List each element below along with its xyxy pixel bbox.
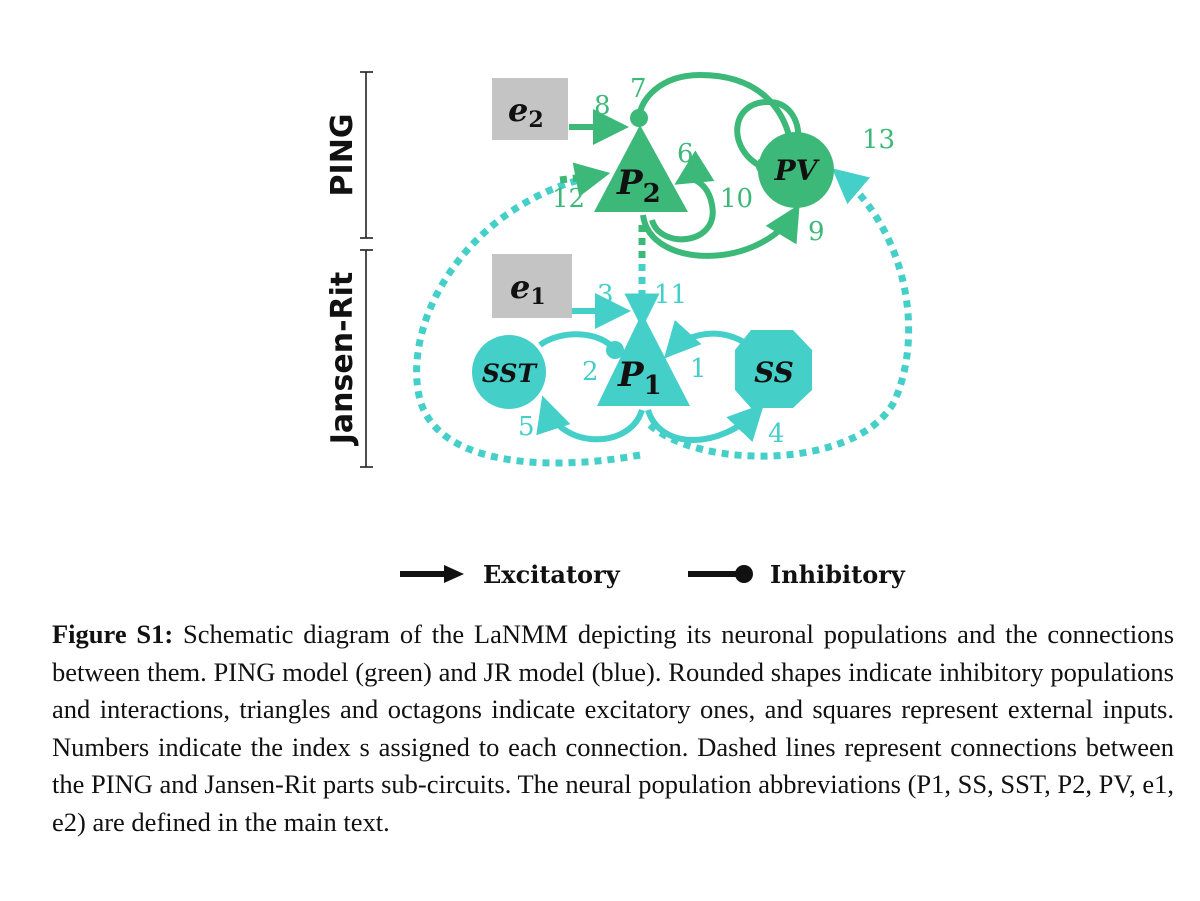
- connection-7-inhibitory: [636, 71, 796, 161]
- connection-index-8: 8: [594, 91, 611, 121]
- lanmm-schematic-diagram: PING Jansen-Rit e2 P2 PV: [325, 71, 913, 468]
- node-p1: P1: [597, 313, 690, 406]
- node-p2-label: P2: [616, 163, 661, 209]
- node-p1-label: P1: [617, 355, 662, 401]
- node-e1: e1: [492, 254, 572, 318]
- connection-index-5: 5: [518, 412, 535, 442]
- connection-index-6: 6: [677, 139, 694, 169]
- legend: Excitatory Inhibitory: [400, 560, 906, 589]
- connection-index-7: 7: [630, 74, 647, 104]
- connection-index-13: 13: [862, 125, 895, 155]
- connection-index-10: 10: [720, 184, 753, 214]
- connection-4-arrow: [645, 403, 765, 443]
- legend-inhibitory: Inhibitory: [688, 560, 906, 589]
- node-e2: e2: [492, 78, 568, 140]
- legend-inhibitory-label: Inhibitory: [770, 560, 906, 589]
- legend-excitatory: Excitatory: [400, 560, 621, 589]
- excitatory-arrowhead-icon: [444, 565, 464, 583]
- connection-index-3: 3: [597, 280, 614, 310]
- connection-index-11: 11: [654, 280, 687, 310]
- node-p2: P2: [594, 125, 688, 212]
- connection-6-self-loop: [649, 150, 716, 243]
- connection-9-arrow: [640, 204, 800, 259]
- connection-1-arrow: [663, 319, 750, 359]
- node-sst-label: SST: [482, 359, 539, 388]
- connection-7-inhibitory-dot: [630, 109, 648, 127]
- connection-index-2: 2: [582, 357, 599, 387]
- figure-caption: Figure S1: Schematic diagram of the LaNM…: [52, 616, 1174, 841]
- connection-12-head-green: [559, 171, 601, 184]
- connection-2-inhibitory-dot: [606, 341, 624, 359]
- node-ss-label: SS: [754, 356, 794, 389]
- connection-index-9: 9: [808, 217, 825, 247]
- inhibitory-dot-icon: [735, 565, 753, 583]
- legend-excitatory-label: Excitatory: [483, 560, 621, 589]
- node-ss: SS: [735, 330, 812, 408]
- connection-2-inhibitory: [538, 331, 618, 353]
- node-e1-label: e1: [510, 268, 546, 310]
- jansen-rit-side-label: Jansen-Rit: [325, 272, 360, 447]
- figure-label: Figure S1:: [52, 619, 174, 649]
- connection-index-4: 4: [768, 419, 785, 449]
- node-e2-label: e2: [508, 91, 544, 133]
- connection-index-1: 1: [690, 354, 707, 384]
- node-pv: PV: [758, 132, 834, 208]
- node-sst: SST: [472, 335, 546, 409]
- connection-5-arrow: [536, 395, 645, 443]
- connection-13-dashed: [647, 168, 913, 460]
- ping-side-label: PING: [325, 114, 360, 197]
- node-pv-label: PV: [774, 154, 821, 187]
- ping-bracket: [360, 71, 373, 239]
- connection-10-self-loop: [734, 98, 802, 171]
- caption-text: Schematic diagram of the LaNMM depicting…: [52, 619, 1175, 837]
- connection-index-12: 12: [552, 184, 585, 214]
- jansen-rit-bracket: [360, 249, 373, 468]
